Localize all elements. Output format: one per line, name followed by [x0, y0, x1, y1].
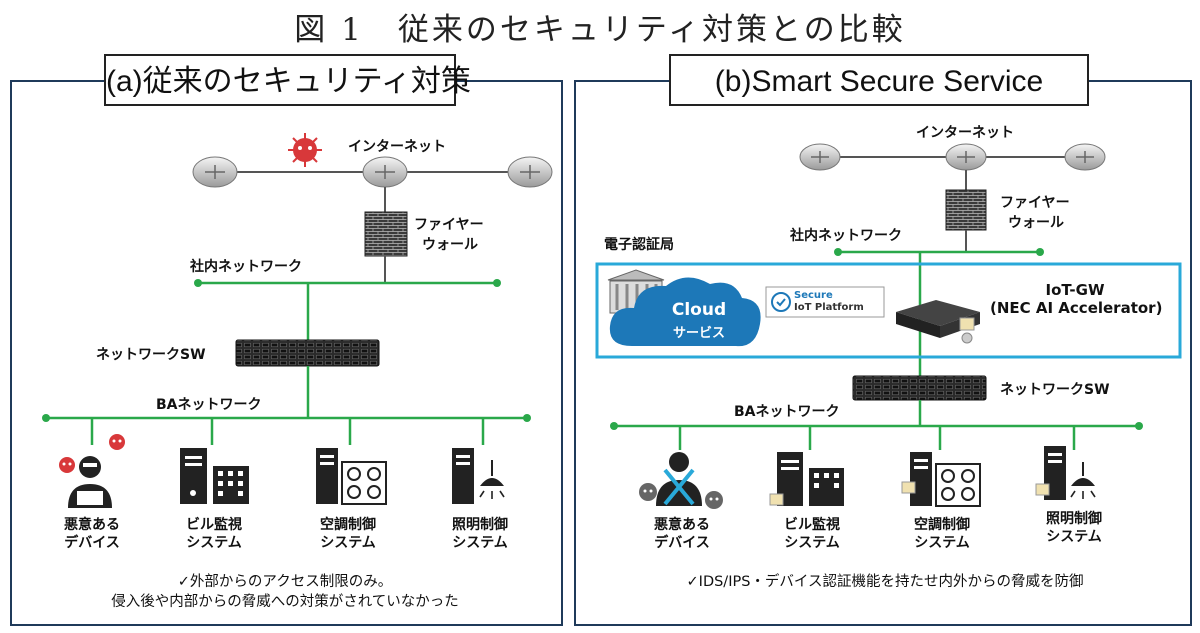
b-router-icon-center: [945, 143, 987, 171]
a-ba-network-label: BAネットワーク: [156, 397, 262, 413]
a-virus-icon-small-right: [109, 434, 125, 450]
a-note: ✓外部からのアクセス制限のみ。侵入後や内部からの脅威への対策がされていなかった: [111, 574, 459, 610]
a-switch-label: ネットワークSW: [96, 347, 206, 363]
a-device-label-4: 照明制御システム: [452, 517, 508, 551]
b-ba-network-label: BAネットワーク: [734, 404, 840, 420]
b-cloud-icon: [609, 277, 761, 347]
a-virus-icon: [288, 133, 322, 167]
a-router-icon-right: [507, 156, 553, 188]
b-gateway-label: IoT-GW(NEC AI Accelerator): [990, 281, 1163, 317]
b-cert-authority-label: 電子認証局: [604, 237, 674, 253]
b-internet-label: インターネット: [916, 125, 1014, 141]
b-device-label-2: ビル監視システム: [784, 517, 840, 551]
a-internet-label: インターネット: [348, 139, 446, 155]
a-building-monitor-icon: [180, 448, 249, 504]
a-malicious-device-icon: [68, 456, 112, 508]
b-note: ✓IDS/IPS・デバイス認証機能を持たせ内外からの脅威を防御: [686, 574, 1084, 590]
a-device-label-2: ビル監視システム: [186, 517, 242, 551]
a-router-icon-center: [362, 156, 408, 188]
a-lan-label: 社内ネットワーク: [190, 259, 302, 275]
panel-a-title: (a)従来のセキュリティ対策: [104, 54, 471, 106]
b-air-conditioning-icon: [901, 452, 981, 507]
a-firewall-label-1: ファイヤー: [414, 217, 484, 233]
b-router-icon-right: [1064, 143, 1106, 171]
b-blocked-device-icon: [656, 452, 702, 506]
b-router-icon-left: [799, 143, 841, 171]
panel-b-title: (b)Smart Secure Service: [669, 54, 1089, 106]
figure-title: 図 1 従来のセキュリティ対策との比較: [294, 12, 906, 48]
b-firewall-icon: [945, 189, 987, 231]
a-device-label-1: 悪意あるデバイス: [64, 517, 120, 551]
b-device-label-3: 空調制御システム: [914, 517, 970, 551]
b-switch-icon: [852, 375, 987, 401]
b-platform-label-1: Secure: [794, 290, 833, 301]
a-firewall-label-2: ウォール: [422, 237, 478, 253]
a-air-conditioning-icon: [316, 448, 387, 505]
a-device-label-3: 空調制御システム: [320, 517, 376, 551]
a-virus-icon-small-left: [59, 457, 75, 473]
b-iot-gateway-icon: [896, 300, 980, 344]
b-virus-icon-gray-right: [705, 491, 723, 509]
b-cloud-label: Cloud: [671, 300, 727, 320]
a-switch-icon: [235, 339, 380, 367]
b-firewall-label-1: ファイヤー: [1000, 195, 1070, 211]
b-secure-platform-icon: [765, 286, 885, 318]
b-lan-label: 社内ネットワーク: [790, 228, 902, 244]
b-device-label-4: 照明制御システム: [1046, 511, 1102, 545]
b-lighting-icon: [1035, 446, 1096, 500]
b-firewall-label-2: ウォール: [1008, 215, 1064, 231]
a-router-icon-left: [192, 156, 238, 188]
b-platform-label-2: IoT Platform: [794, 302, 864, 313]
a-firewall-icon: [364, 211, 408, 257]
b-virus-icon-gray-left: [639, 483, 657, 501]
b-cloud-service-label: サービス: [672, 326, 725, 341]
a-lighting-icon: [452, 448, 505, 504]
b-switch-label: ネットワークSW: [1000, 382, 1110, 398]
b-building-monitor-icon: [769, 452, 844, 506]
b-secure-zone-box: [595, 262, 1182, 359]
b-device-label-1: 悪意あるデバイス: [654, 517, 710, 551]
